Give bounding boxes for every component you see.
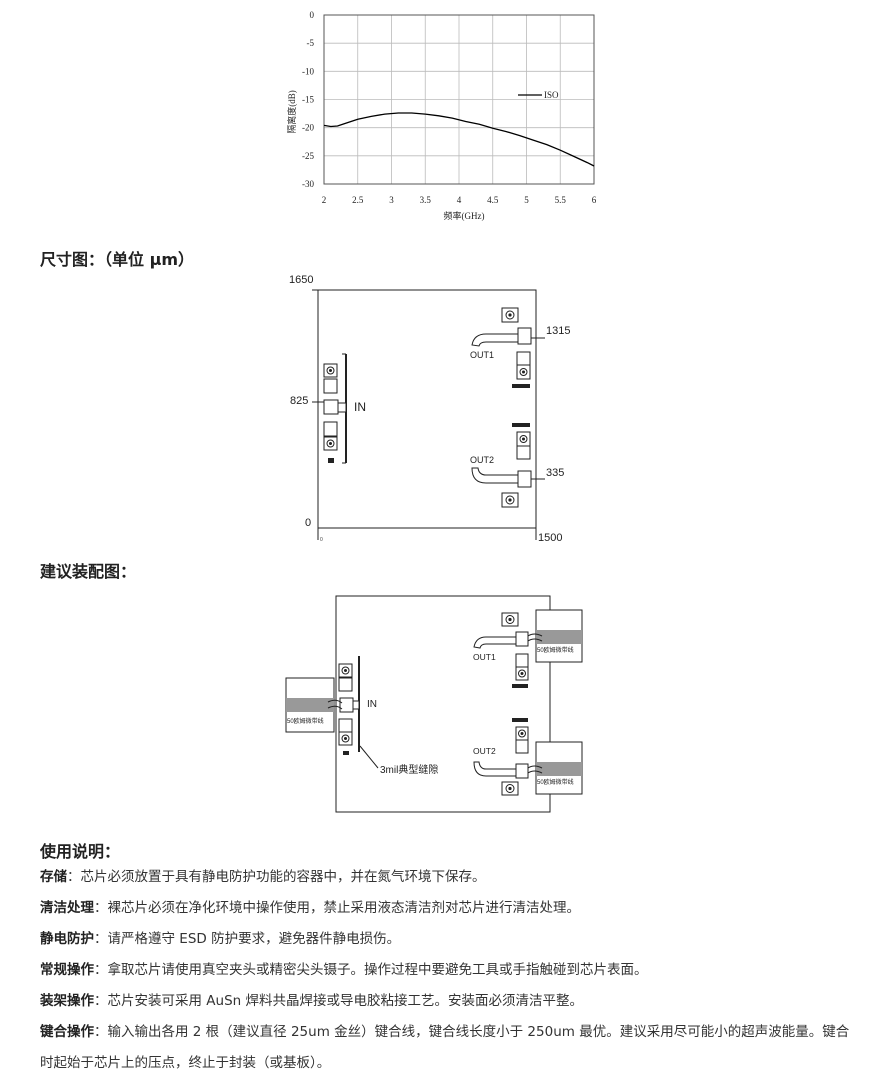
out2-microstrip-board: 50欧姆微带线 xyxy=(535,741,583,795)
usage-section-title: 使用说明： xyxy=(40,842,121,861)
assembly-section-title: 建议装配图： xyxy=(40,562,137,581)
asm-out1-pads xyxy=(473,612,543,688)
out1-board-label: 50欧姆微带线 xyxy=(537,646,574,654)
usage-item-cleaning: 清洁处理：裸芯片必须在净化环境中操作使用，禁止采用液态清洁剂对芯片进行清洁处理。 xyxy=(40,900,580,916)
in-label: IN xyxy=(354,400,366,414)
y-tick-label: -20 xyxy=(302,123,314,133)
in-board-label: 50欧姆微带线 xyxy=(287,717,324,725)
out2-signal-pad xyxy=(471,467,545,488)
x-axis-label: 频率(GHz) xyxy=(444,210,485,221)
gap-label: 3mil典型缝隙 xyxy=(380,763,438,776)
out2-ground-pad-top xyxy=(512,423,531,460)
y-tick-labels: 0 -5 -10 -15 -20 -25 -30 xyxy=(302,10,315,189)
x-tick-label: 4.5 xyxy=(487,195,499,205)
chip-outline xyxy=(317,289,537,529)
legend-label: ISO xyxy=(544,90,559,100)
x-tick-label: 5.5 xyxy=(555,195,567,205)
y-tick-label: -5 xyxy=(307,38,315,48)
usage-list: 存储：芯片必须放置于具有静电防护功能的容器中，并在氮气环境下保存。 清洁处理：裸… xyxy=(40,862,860,1079)
in-ground-pad-top xyxy=(323,363,338,394)
gap-leader xyxy=(359,745,379,769)
dim-right-bottom: 1500 xyxy=(538,532,562,544)
x-tick-label: 2.5 xyxy=(352,195,364,205)
asm-out2-pads xyxy=(473,718,543,796)
out1-label: OUT1 xyxy=(470,350,494,360)
in-signal-pad xyxy=(312,399,347,415)
asm-out1-label: OUT1 xyxy=(473,652,496,662)
asm-in-label: IN xyxy=(367,699,377,710)
out2-board-label: 50欧姆微带线 xyxy=(537,778,574,786)
asm-in-signal xyxy=(327,697,360,713)
dim-origin: 0 xyxy=(320,537,323,543)
y-tick-label: 0 xyxy=(310,10,315,20)
y-tick-label: -15 xyxy=(302,95,314,105)
x-tick-label: 5 xyxy=(524,195,529,205)
dimension-drawing: 1650 825 0 0 1500 IN xyxy=(289,274,570,544)
in-microstrip-board: 50欧姆微带线 xyxy=(285,677,335,733)
assembly-drawing: 50欧姆微带线 IN 3mil典型缝隙 50欧姆微带线 xyxy=(285,595,583,813)
x-tick-label: 3 xyxy=(389,195,394,205)
out1-ground-pad-bottom xyxy=(512,351,531,388)
y-tick-label: -30 xyxy=(302,179,314,189)
dim-mid-left: 825 xyxy=(290,395,308,407)
out2-coord: 335 xyxy=(546,467,564,479)
dim-top-left: 1650 xyxy=(289,274,313,286)
isolation-chart: 0 -5 -10 -15 -20 -25 -30 2 2.5 3 3.5 4 4.5 5 5.5 6 ISO… xyxy=(286,10,597,221)
chart-grid xyxy=(323,14,595,185)
y-tick-label: -10 xyxy=(302,66,314,76)
usage-item-handling: 常规操作：拿取芯片请使用真空夹头或精密尖头镊子。操作过程中要避免工具或手指触碰到… xyxy=(40,962,648,978)
plot-frame xyxy=(323,14,595,185)
in-ground-pad-bottom xyxy=(323,421,338,463)
y-axis-label: 隔离度(dB) xyxy=(286,90,297,134)
out1-microstrip-board: 50欧姆微带线 xyxy=(535,609,583,663)
dimension-section-title: 尺寸图：（单位 μm） xyxy=(40,250,195,269)
iso-series-line xyxy=(323,112,595,167)
y-tick-label: -25 xyxy=(302,151,314,161)
out2-ground-pad-bottom xyxy=(501,492,519,508)
out1-coord: 1315 xyxy=(546,325,570,337)
out2-label: OUT2 xyxy=(470,455,494,465)
usage-item-esd: 静电防护：请严格遵守 ESD 防护要求，避免器件静电损伤。 xyxy=(40,931,401,947)
x-tick-labels: 2 2.5 3 3.5 4 4.5 5 5.5 6 xyxy=(322,195,597,205)
out1-ground-pad-top xyxy=(501,307,519,323)
asm-in-ground-bottom xyxy=(338,718,353,755)
asm-in-ground-top xyxy=(338,663,353,692)
dim-bottom-left: 0 xyxy=(305,517,311,529)
x-tick-label: 2 xyxy=(322,195,327,205)
x-tick-label: 6 xyxy=(592,195,597,205)
usage-item-bonding: 键合操作：输入输出各用 2 根（建议直径 25um 金丝）键合线，键合线长度小于… xyxy=(40,1024,850,1071)
x-tick-label: 3.5 xyxy=(420,195,432,205)
asm-out2-label: OUT2 xyxy=(473,746,496,756)
usage-item-storage: 存储：芯片必须放置于具有静电防护功能的容器中，并在氮气环境下保存。 xyxy=(40,869,486,885)
x-tick-label: 4 xyxy=(457,195,462,205)
usage-item-mounting: 装架操作：芯片安装可采用 AuSn 焊料共晶焊接或导电胶粘接工艺。安装面必须清洁… xyxy=(40,993,583,1009)
out1-signal-pad xyxy=(471,327,545,347)
